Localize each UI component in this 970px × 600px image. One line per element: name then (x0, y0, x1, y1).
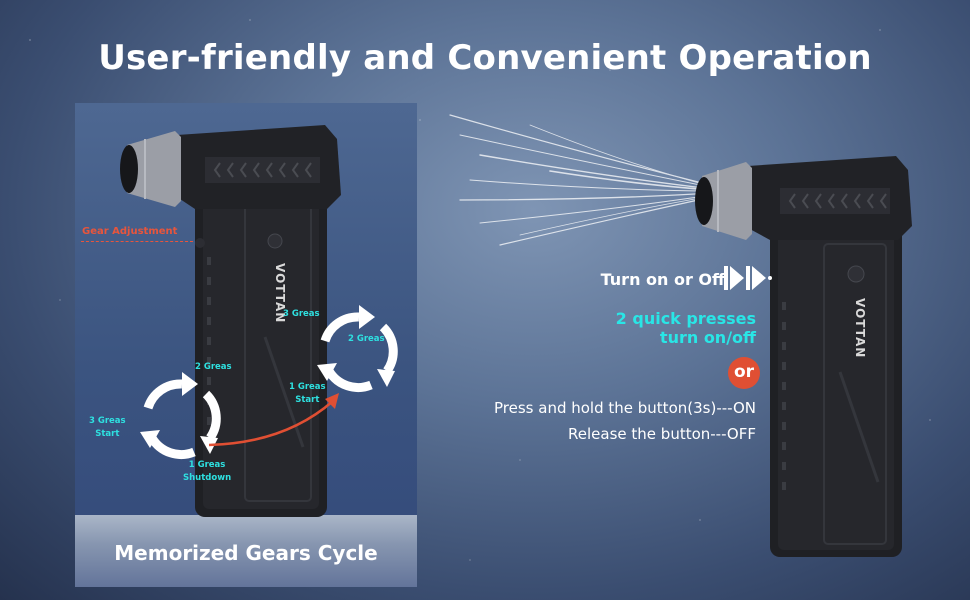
memorized-gears-caption: Memorized Gears Cycle (114, 541, 378, 565)
gear-adjustment-pointer (81, 241, 193, 242)
gear-adjustment-label: Gear Adjustment (82, 226, 178, 237)
airflow-streaks (449, 114, 713, 246)
or-badge: or (728, 357, 760, 389)
cycle-arrows-right (317, 305, 398, 392)
gear-1-shutdown-label: 1 Greas Shutdown (183, 460, 232, 483)
cycle-transition-arrow (208, 393, 339, 447)
display-stage (75, 515, 417, 587)
page-title: User-friendly and Convenient Operation (98, 38, 872, 78)
double-press-icon (724, 266, 772, 290)
gear-2-label-right: 2 Greas (348, 334, 385, 344)
gear-1-start-label: 1 Greas Start (289, 382, 326, 405)
gear-3-label-right: 3 Greas (283, 309, 320, 319)
gear-3-start-label: 3 Greas Start (89, 416, 126, 439)
brand-logo-left: VOTTAN (273, 263, 287, 324)
quick-press-instruction: 2 quick presses turn on/off (615, 309, 756, 347)
brand-logo-right: VOTTAN (853, 298, 867, 359)
turn-on-off-label: Turn on or Off (600, 270, 725, 289)
blower-device-right (695, 156, 912, 557)
gear-2-label-left: 2 Greas (195, 362, 232, 372)
blower-device-left (120, 125, 341, 517)
release-instruction: Release the button---OFF (568, 425, 756, 443)
gear-cycle-panel: VOTTAN Gear Adjustment 2 Greas 3 Greas S… (75, 103, 417, 587)
press-hold-instruction: Press and hold the button(3s)---ON (494, 399, 756, 417)
